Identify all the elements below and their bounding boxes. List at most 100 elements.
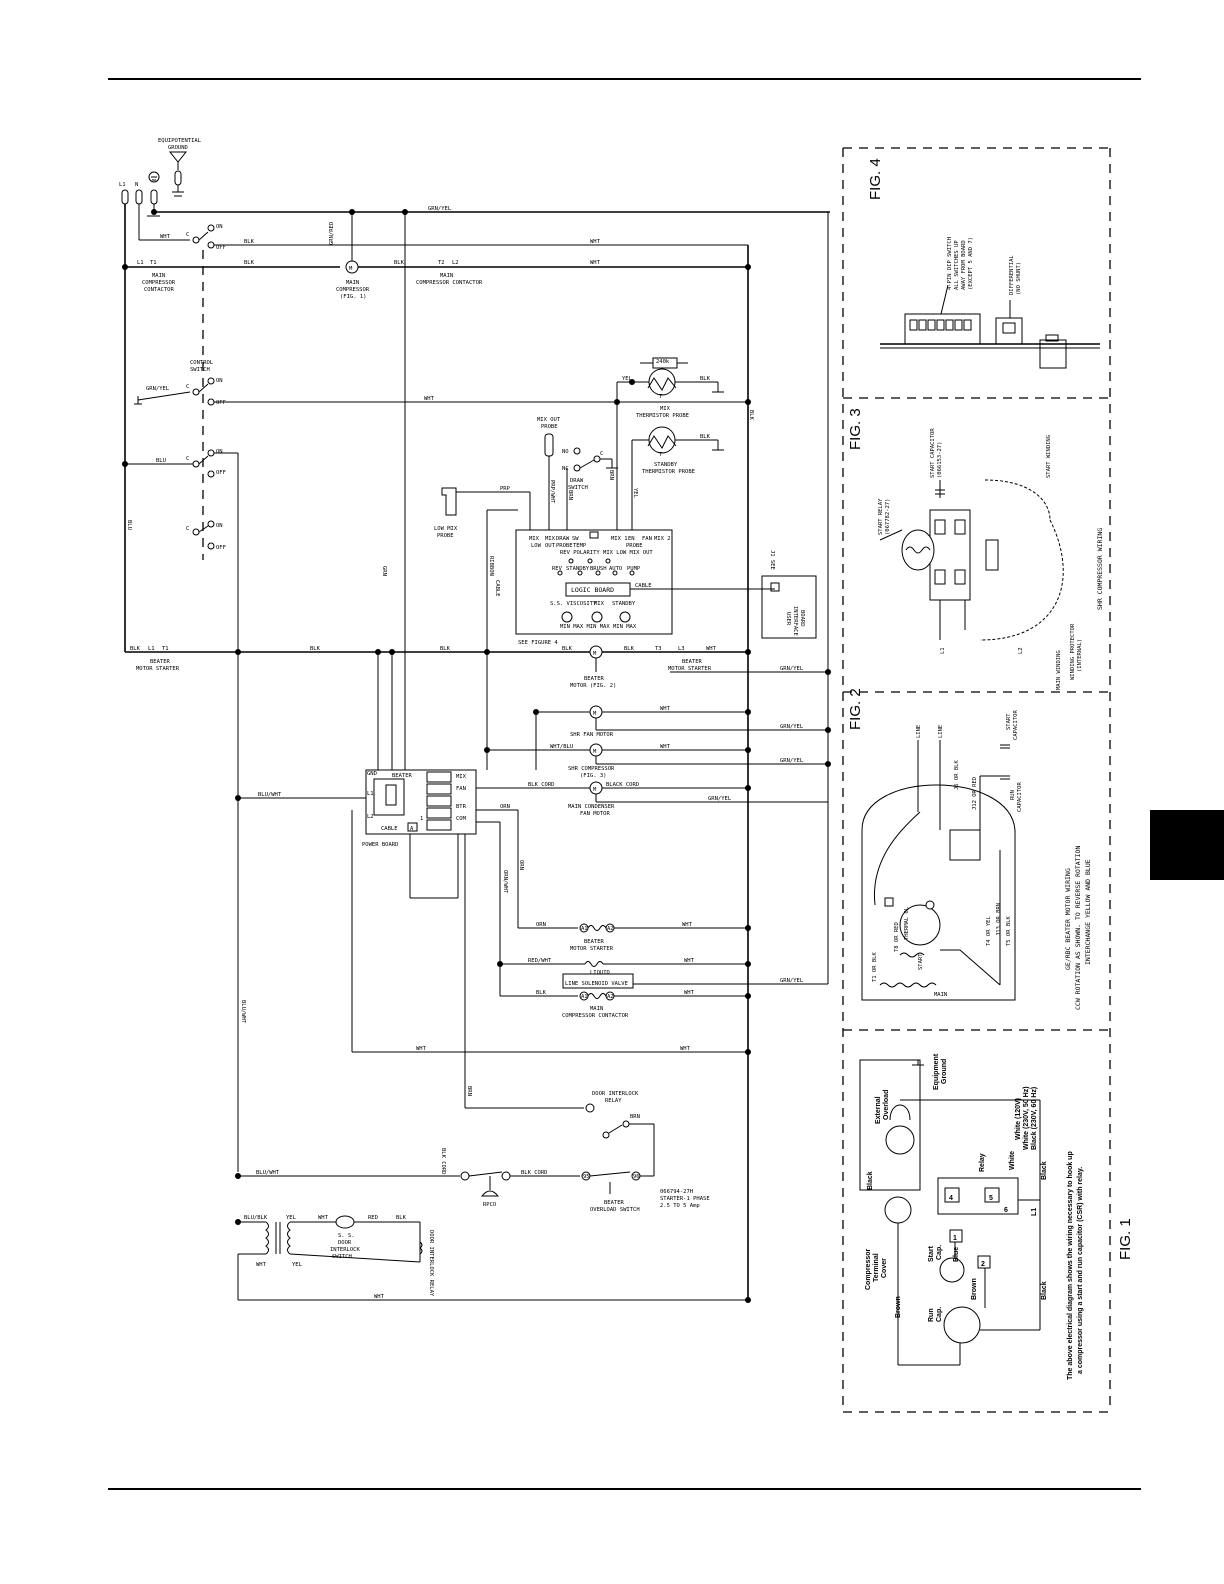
label-blk-bms3: BLK (440, 646, 451, 652)
label-main-left-2: COMPRESSOR (142, 280, 176, 286)
fig1-white: White (1009, 1151, 1016, 1170)
fig2-start-cap-2: CAPACITOR (1013, 710, 1019, 740)
fig1-black-r: Black (1041, 1161, 1048, 1180)
label-grn-red: GRN/RED (329, 222, 335, 245)
label-blk-cord-vert: BLK CORD (440, 1148, 446, 1175)
label-yel-vert: YEL (632, 488, 638, 499)
label-gnd: GND (367, 771, 377, 777)
label-equip-ground: EQUIPOTENTIAL (158, 138, 202, 144)
fig4-note-2: ALL SWITCHES UP (954, 240, 960, 290)
label-prp: PRP (500, 486, 511, 492)
label-starter-note-1: 066794-27H (660, 1189, 693, 1195)
label-blk-mcc: BLK (536, 990, 547, 996)
fig2-t4: T4 OR YEL (986, 916, 992, 946)
label-blk-l1: BLK (244, 260, 255, 266)
fig1-run-cap-1: Run (928, 1308, 935, 1322)
label-off-top: OFF (216, 245, 226, 251)
fig3-title: FIG. 3 (847, 408, 864, 450)
label-beater-m: M (593, 651, 597, 657)
label-grn-yel-cond: GRN/YEL (708, 796, 732, 802)
label-l1: L1 (119, 182, 126, 188)
label-draw-sw-2: SWITCH (568, 485, 588, 491)
fig1-t4: 4 (949, 1195, 953, 1202)
label-l1-t1: L1 (137, 260, 144, 266)
label-main-comp-2: COMPRESSOR (336, 287, 370, 293)
fig4-note-1: 4-PIN DIP SWITCH (947, 237, 953, 290)
label-standby-therm-1: STANDBY (654, 462, 678, 468)
label-on-blu: ON (216, 449, 223, 455)
label-a1-bms: A1 (581, 926, 588, 932)
label-bms-right-2: MOTOR STARTER (668, 666, 712, 672)
label-blu-wht: BLU/WHT (258, 792, 282, 798)
label-mix-pb: MIX (456, 774, 467, 780)
label-standby-therm-2: THERMISTOR PROBE (642, 469, 695, 475)
label-red-wht: RED/WHT (528, 958, 552, 964)
fig2-caption-3: INTERCHANGE YELLOW AND BLUE (1084, 859, 1092, 965)
fig3-caption: SHR COMPRESSOR WIRING (1096, 528, 1104, 610)
fig2-start: START (918, 953, 924, 970)
label-brn-relay2: BRN (630, 1114, 640, 1120)
fig1-caption-1: The above electrical diagram shows the w… (1067, 1151, 1074, 1380)
label-l3: L3 (678, 646, 685, 652)
fig3-start-winding: START WINDING (1046, 435, 1052, 478)
label-off-blu: OFF (216, 470, 226, 476)
label-main-comp-3: (FIG. 1) (340, 294, 367, 300)
label-n: N (135, 182, 138, 188)
fig3-start-relay-1: START RELAY (878, 498, 884, 535)
fig4-note-4: (EXCEPT 5 AND 7) (968, 237, 974, 290)
label-blk-bms: BLK (130, 646, 141, 652)
label-bms-left-2: MOTOR STARTER (136, 666, 180, 672)
label-main-right-2: COMPRESSOR CONTACTOR (416, 280, 483, 286)
lb-top-2: MIX (545, 536, 556, 542)
label-ribbon-2: CABLE (494, 580, 500, 597)
label-wht-loop: WHT (416, 1046, 427, 1052)
fig4-note-3: AWAY FROM BOARD (961, 240, 967, 290)
label-c-blu: C (186, 456, 189, 462)
label-yel-tx: YEL (286, 1215, 297, 1221)
fig3-winding-prot-2: (INTERNAL) (1077, 639, 1083, 672)
label-a1-mcc: A1 (581, 994, 588, 1000)
label-yel-tx2: YEL (292, 1262, 303, 1268)
fig2-t5: T5 OR BLK (1006, 916, 1012, 946)
fig2-run-cap-1: RUN (1010, 790, 1016, 800)
label-logic-board: LOGIC BOARD (571, 586, 614, 594)
label-main-left-1: MAIN (152, 273, 165, 279)
label-control-switch-1: CONTROL (190, 360, 214, 366)
label-cond-1: MAIN CONDENSER (568, 804, 615, 810)
label-blk-top: BLK (244, 239, 255, 245)
fig3-main-winding: MAIN WINDING (1056, 650, 1062, 690)
fig3-winding-prot-1: WINDING PROTECTOR (1070, 623, 1076, 680)
label-blk-bms5: BLK (624, 646, 635, 652)
label-blk-right: BLK (748, 410, 754, 421)
label-ui-4: J1 SEE (769, 550, 775, 570)
label-off-ctl: OFF (216, 400, 226, 406)
label-cond-2: FAN MOTOR (580, 811, 610, 817)
fig1-title: FIG. 1 (1117, 1218, 1134, 1260)
label-blk-l1b: BLK (394, 260, 405, 266)
lb-row2-2: OUT (545, 543, 556, 549)
label-wht-comp: WHT (660, 744, 671, 750)
label-grn-yel-ctl: GRN/YEL (146, 386, 170, 392)
label-a2-bms: A2 (607, 926, 614, 932)
label-rpco: RPCO (483, 1202, 496, 1208)
fig1-eq-ground-1: Equipment (933, 1053, 940, 1090)
figures-panel (842, 147, 1111, 1413)
label-low-mix-1: LOW MIX (434, 526, 458, 532)
label-blu: BLU (156, 458, 166, 464)
lb-row4-1: REV (552, 566, 563, 572)
label-equip-ground-2: GROUND (168, 145, 188, 151)
label-blu-blk: BLU/BLK (244, 1215, 268, 1221)
lb-row2-5: PROBE (626, 543, 643, 549)
fig2-start-cap-1: START (1006, 713, 1012, 730)
label-fan-pb: FAN (456, 786, 466, 792)
bottom-rule (108, 1488, 1141, 1490)
label-draw-sw-1: DRAW (570, 478, 584, 484)
label-orn-vert: ORN (518, 860, 524, 870)
lb-top-7: FAN (642, 536, 652, 542)
fig1-run-cap-2: Cap. (936, 1307, 943, 1322)
label-wht-tx: WHT (318, 1215, 329, 1221)
fig1-ext-overload-1: External (875, 1096, 882, 1124)
label-95: 95 (583, 1174, 590, 1180)
label-wht-bottom: WHT (374, 1294, 385, 1300)
label-l2: L2 (452, 260, 459, 266)
